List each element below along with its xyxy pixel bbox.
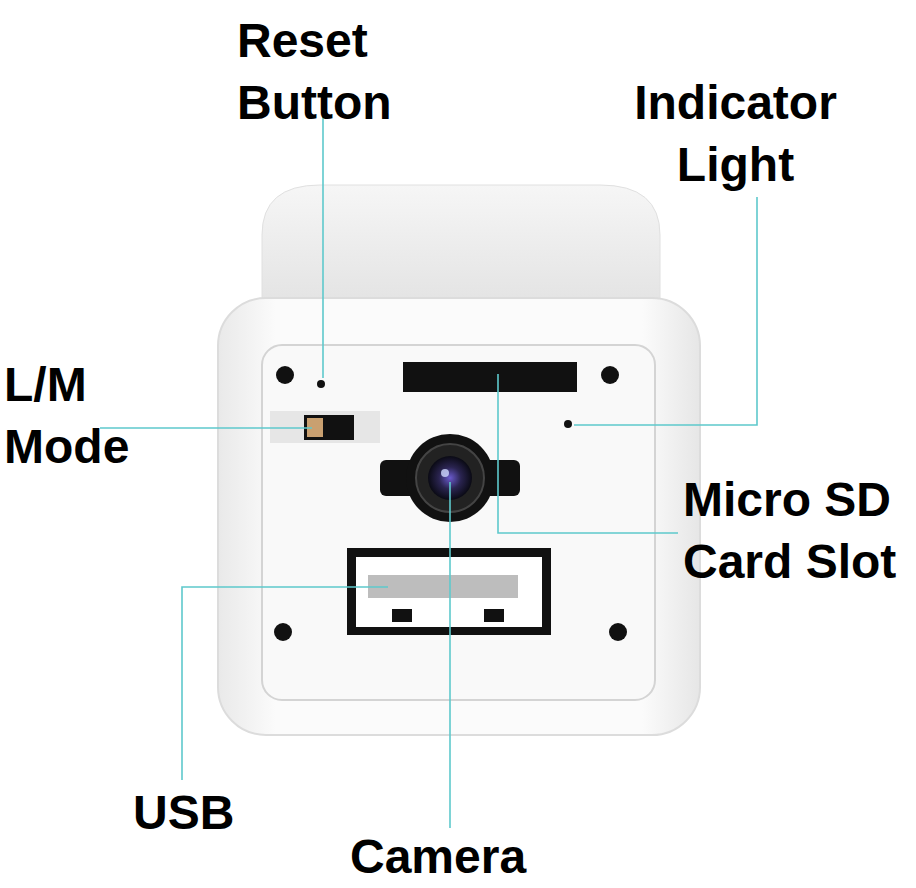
leader-line	[498, 374, 678, 533]
front-panel	[262, 345, 655, 700]
leader-line	[574, 197, 757, 425]
usb-latch	[484, 609, 504, 622]
part-label: USB	[133, 782, 273, 844]
leader-line	[449, 482, 451, 828]
leader-line	[100, 427, 312, 429]
indicator-dot	[564, 420, 572, 428]
screw	[609, 623, 627, 641]
screw	[276, 366, 294, 384]
switch-plate	[270, 411, 380, 443]
part-label: L/M Mode	[4, 354, 149, 478]
leader-line	[322, 112, 324, 378]
screw	[274, 623, 292, 641]
part-label: Reset Button	[237, 10, 412, 134]
usb-tongue	[368, 575, 518, 598]
part-label: Indicator Light	[618, 72, 853, 196]
cube-top	[262, 185, 660, 300]
usb-latch	[392, 609, 412, 622]
screw	[601, 366, 619, 384]
leader-line	[182, 587, 388, 780]
cube-front	[218, 298, 700, 735]
sd-slot	[403, 362, 577, 392]
usb-inner	[356, 557, 542, 627]
usb-port	[347, 548, 551, 635]
part-label: Camera	[350, 826, 580, 888]
lens-glint	[441, 469, 449, 477]
reset-hole	[317, 380, 325, 388]
part-label: Micro SD Card Slot	[683, 469, 911, 593]
